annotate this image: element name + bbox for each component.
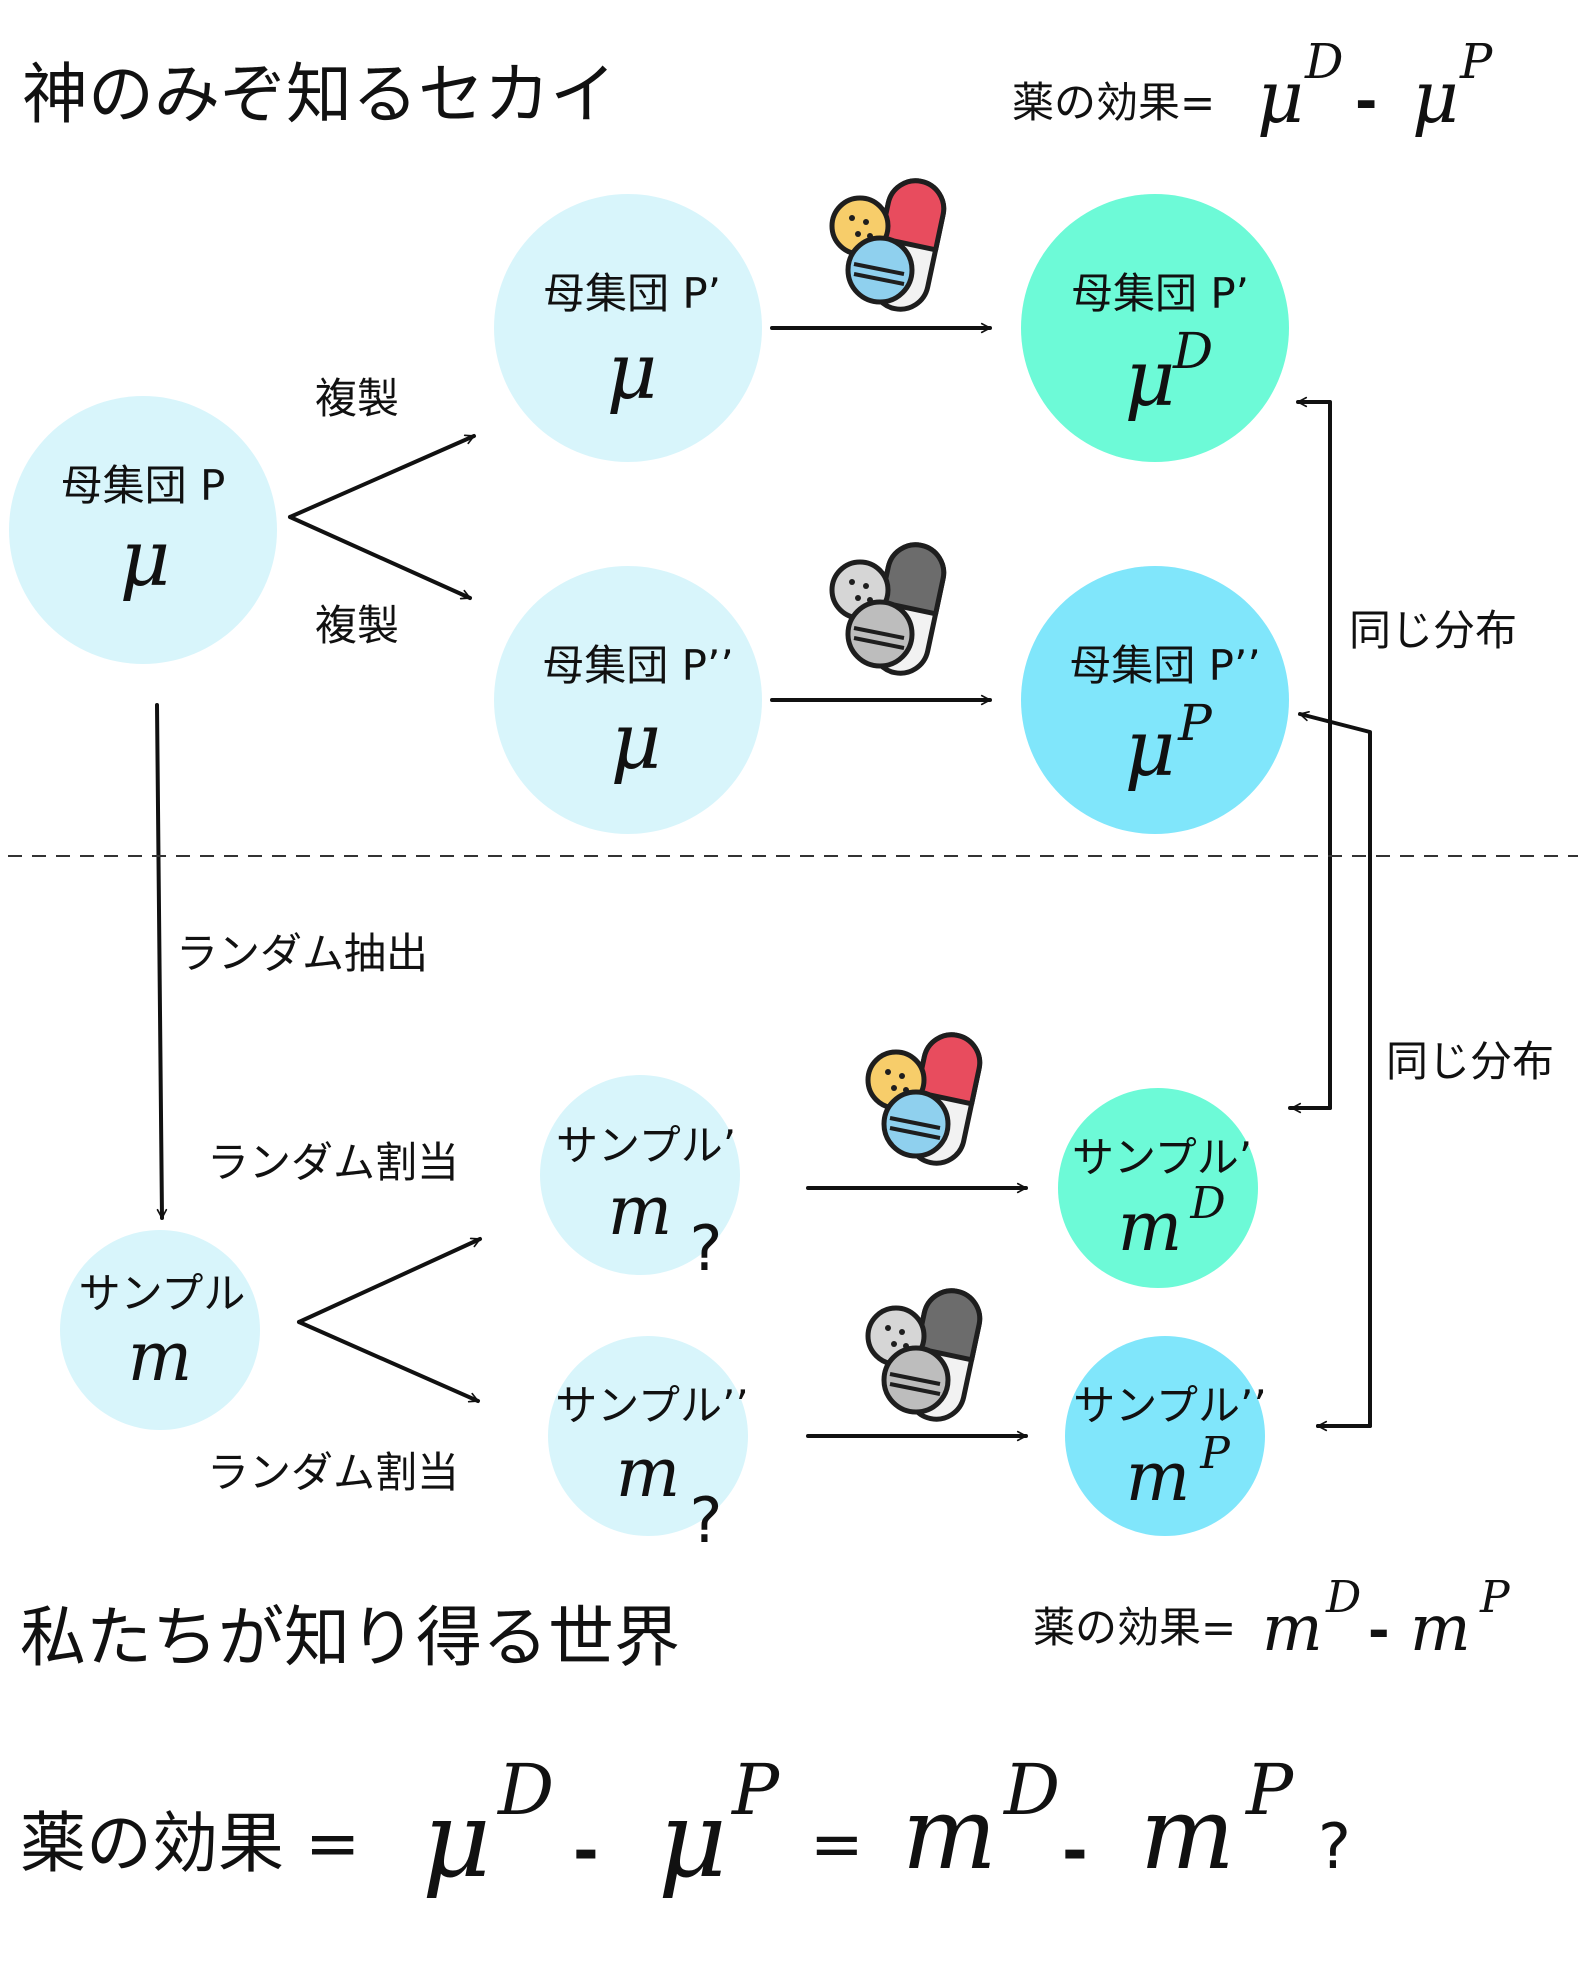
node-sample-placebo-sup: P [1199,1428,1231,1479]
node-sample-placebo-symbol: m [1126,1438,1190,1517]
middle-sup-p: P [1479,1572,1511,1623]
same-dist-bracket-placebo [1298,710,1372,1428]
node-population-placebo-name: 母集団 P’’ [1069,641,1260,690]
top-mu-1: μ [1257,55,1304,139]
node-sample-drug-symbol: m [1118,1188,1182,1267]
middle-effect-formula: 薬の効果= m D - m P [1033,1572,1511,1666]
middle-sup-d: D [1325,1572,1361,1623]
node-sample-drug-circle [1058,1088,1258,1288]
node-population-name: 母集団 P [61,461,226,510]
middle-m-2: m [1410,1592,1471,1666]
bottom-m-2: m [1140,1775,1235,1892]
bottom-sup-p-1: P [730,1749,781,1831]
gray-pills-icon [829,542,947,676]
node-population-drug-circle [1021,194,1289,462]
node-sample-symbol: m [128,1318,192,1397]
random-assign-label-bottom: ランダム割当 [207,1448,459,1497]
bottom-minus-2: - [1062,1814,1088,1887]
bottom-question: ? [1318,1810,1351,1883]
node-sample-drug: サンプル’ m D [1058,1088,1258,1288]
top-effect-prefix: 薬の効果= [1012,78,1215,127]
colored-pills-icon [829,178,947,312]
middle-minus: - [1368,1601,1390,1661]
gray-pills-icon [865,1288,983,1422]
node-population-drug-name: 母集団 P’ [1071,269,1249,318]
node-population: 母集団 P μ [9,396,277,664]
top-minus: - [1355,70,1377,133]
node-sample-s1: サンプル’ m ? [540,1075,740,1285]
bottom-effect-formula: 薬の効果 = μ D - μ P = m D - m P ? [20,1749,1351,1901]
node-sample-s2-circle [548,1336,748,1536]
duplicate-label-bottom: 複製 [315,601,399,650]
node-population-p1: 母集団 P’ μ [494,194,762,462]
node-sample-placebo-name: サンプル’’ [1073,1381,1266,1430]
random-assign-label-top: ランダム割当 [207,1138,459,1187]
node-population-circle [9,396,277,664]
node-population-drug-sup: D [1172,322,1213,380]
node-sample-s1-question: ? [690,1212,723,1285]
node-population-drug: 母集団 P’ μ D [1021,194,1289,462]
same-dist-bracket-drug [1288,396,1332,1110]
node-population-p2-circle [494,566,762,834]
duplicate-label-top: 複製 [315,374,399,423]
node-sample-circle [60,1230,260,1430]
colored-pills-icon [865,1032,983,1166]
assign-arrow-up [297,1237,482,1324]
bottom-sup-p-2: P [1244,1749,1295,1831]
node-sample-placebo: サンプル’’ m P [1065,1336,1267,1536]
node-population-p1-name: 母集団 P’ [543,269,721,318]
node-population-placebo-sup: P [1177,694,1213,752]
top-mu-2: μ [1412,55,1459,139]
top-effect-formula: 薬の効果= μ D - μ P [1012,34,1493,139]
node-sample-s1-circle [540,1075,740,1275]
node-population-placebo-circle [1021,566,1289,834]
node-sample-s1-symbol: m [608,1172,672,1251]
node-sample-name: サンプル [79,1269,246,1318]
node-sample-s2-name: サンプル’’ [555,1381,748,1430]
top-sup-d: D [1304,34,1343,90]
same-distribution-label-top: 同じ分布 [1349,606,1517,655]
bottom-equals: = [810,1808,864,1882]
top-sup-p: P [1459,34,1493,90]
random-extract-arrow [155,703,168,1220]
assign-arrow-down [297,1320,480,1403]
node-population-placebo-symbol: μ [1125,704,1176,794]
node-sample-s2-symbol: m [616,1434,680,1513]
node-population-drug-symbol: μ [1125,334,1176,424]
duplicate-arrow-up [288,434,476,519]
bottom-effect-prefix: 薬の効果 = [20,1805,360,1882]
random-extract-label: ランダム抽出 [176,929,428,978]
node-population-p2-name: 母集団 P’’ [542,641,733,690]
bottom-sup-d-1: D [496,1749,554,1831]
node-population-placebo: 母集団 P’’ μ P [1021,566,1289,834]
duplicate-arrow-down [288,515,472,600]
bottom-sup-d-2: D [1002,1749,1060,1831]
node-sample-drug-name: サンプル’ [1072,1133,1252,1182]
node-population-p2: 母集団 P’’ μ [494,566,762,834]
node-population-p2-symbol: μ [611,697,662,787]
node-population-p1-symbol: μ [607,327,658,417]
node-population-p1-circle [494,194,762,462]
node-sample-s1-name: サンプル’ [556,1121,736,1170]
bottom-minus-1: - [573,1814,599,1887]
middle-m-1: m [1262,1592,1323,1666]
node-population-symbol: μ [120,514,171,604]
god-world-title: 神のみぞ知るセカイ [22,56,616,133]
bottom-m-1: m [902,1775,997,1892]
middle-effect-prefix: 薬の効果= [1033,1603,1236,1652]
node-sample-s2: サンプル’’ m ? [548,1336,749,1557]
node-sample-s2-question: ? [690,1484,723,1557]
same-distribution-label-bottom: 同じ分布 [1386,1037,1554,1086]
node-sample-placebo-circle [1065,1336,1265,1536]
node-sample-drug-sup: D [1189,1178,1225,1229]
bottom-mu-1: μ [422,1778,491,1901]
node-sample: サンプル m [60,1230,260,1430]
bottom-mu-2: μ [658,1778,727,1901]
connections [155,322,1372,1442]
our-world-title: 私たちが知り得る世界 [20,1599,680,1676]
